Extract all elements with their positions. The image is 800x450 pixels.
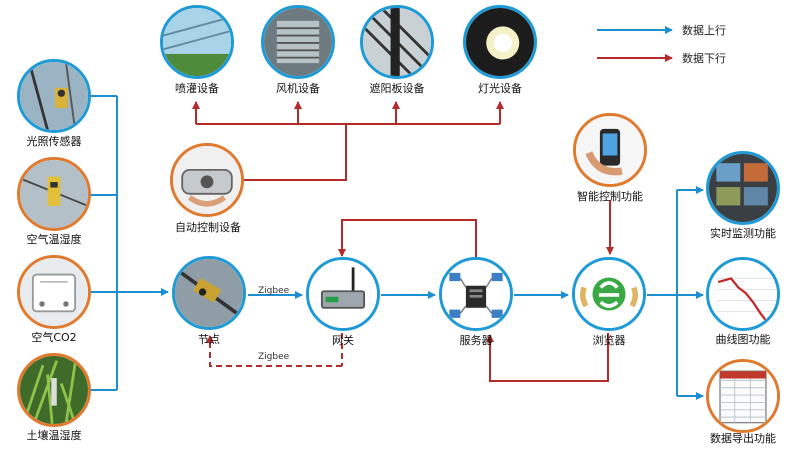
realtime-monitor-label: 实时监测功能 (710, 227, 776, 240)
smart-control-icon (573, 113, 647, 187)
control-to-devices-down (242, 124, 347, 181)
gateway-icon (306, 257, 380, 331)
legend-down-label: 数据下行 (682, 52, 726, 65)
curve-chart-label: 曲线图功能 (715, 333, 771, 346)
curve-chart-icon (706, 257, 780, 331)
smart-control-label: 智能控制功能 (577, 190, 643, 203)
fan-label: 风机设备 (276, 82, 320, 95)
gateway-label: 网关 (332, 334, 354, 347)
node-label: 节点 (198, 333, 220, 346)
shade-label: 遮阳板设备 (369, 82, 425, 95)
auto-control-icon (170, 143, 244, 217)
device-bus (195, 102, 500, 125)
lighting-label: 灯光设备 (478, 82, 522, 95)
air-temp-humidity-icon (17, 157, 91, 231)
node-icon (172, 256, 246, 330)
server-label: 服务器 (459, 334, 493, 347)
zigbee-down-label: Zigbee (258, 352, 290, 362)
sprinkler-icon (160, 5, 234, 79)
shade-icon (360, 5, 434, 79)
gateway-to-node-zigbee-down-h (206, 335, 342, 367)
browser-label: 浏览器 (592, 334, 626, 347)
function-bus (647, 190, 678, 396)
data-export-label: 数据导出功能 (710, 432, 776, 445)
fan-icon (261, 5, 335, 79)
realtime-monitor-icon (706, 151, 780, 225)
soil-temp-humidity-label: 土壤温湿度 (26, 429, 82, 442)
browser-icon (572, 257, 646, 331)
data-export-icon (706, 359, 780, 433)
air-co2-icon (17, 255, 91, 329)
auto-control-label: 自动控制设备 (175, 221, 241, 234)
light-sensor-icon (17, 59, 91, 133)
light-sensor-label: 光照传感器 (26, 135, 82, 148)
legend-up-label: 数据上行 (682, 24, 726, 37)
soil-temp-humidity-icon (17, 353, 91, 427)
sensor-bus (90, 95, 118, 391)
air-temp-humidity-label: 空气温湿度 (26, 233, 82, 246)
server-to-gateway-down (338, 219, 477, 258)
zigbee-up-label: Zigbee (258, 286, 290, 296)
air-co2-label: 空气CO2 (31, 331, 77, 344)
server-icon (439, 257, 513, 331)
lighting-icon (463, 5, 537, 79)
browser-to-server-down (486, 333, 609, 382)
sprinkler-label: 喷灌设备 (175, 82, 219, 95)
